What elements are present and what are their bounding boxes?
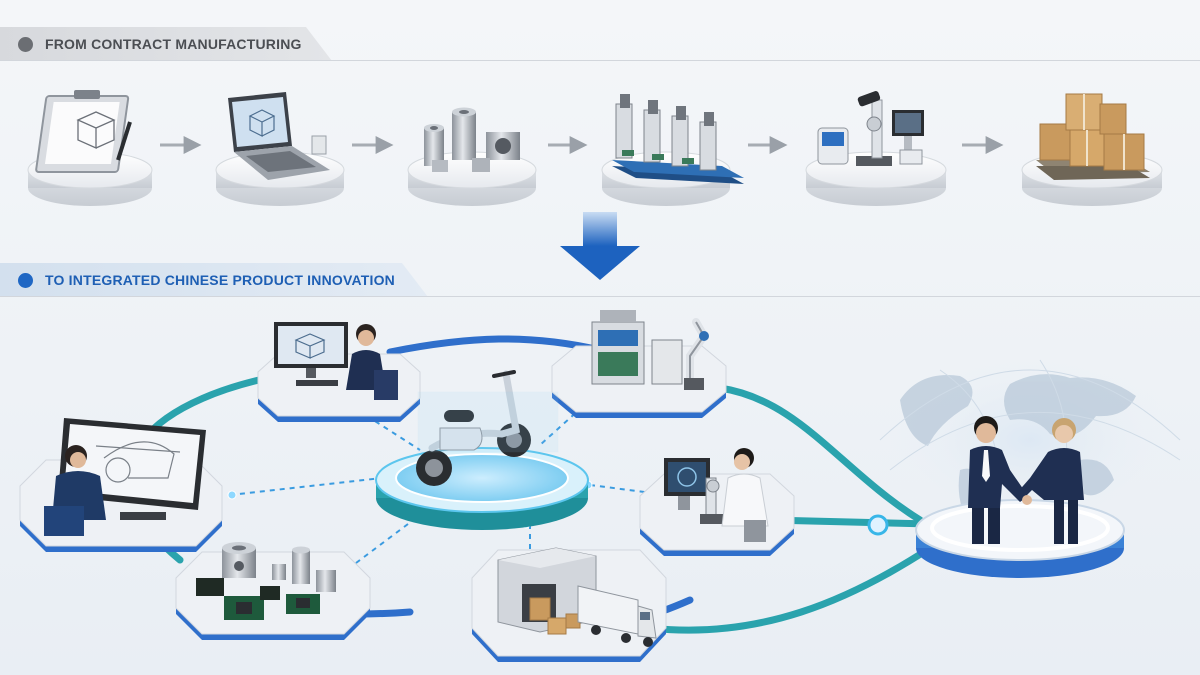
robot-assembly-line-icon bbox=[612, 94, 744, 184]
to-integrated-innovation-banner: TO INTEGRATED CHINESE PRODUCT INNOVATION bbox=[0, 263, 428, 297]
cad-engineer-icon bbox=[274, 322, 398, 400]
machined-parts-icon bbox=[424, 107, 520, 172]
bottom-divider bbox=[0, 296, 1200, 297]
robot-arm-icon bbox=[591, 310, 709, 390]
scientist-microscope-icon bbox=[664, 448, 769, 542]
top-divider bbox=[0, 60, 1200, 61]
electric-scooter-icon bbox=[416, 370, 559, 486]
laptop-cad-icon bbox=[228, 92, 330, 180]
components-icon bbox=[196, 542, 336, 620]
from-contract-manufacturing-banner: FROM CONTRACT MANUFACTURING bbox=[0, 27, 332, 61]
transition-down-arrow bbox=[560, 212, 640, 280]
banner-dot-blue bbox=[18, 273, 33, 288]
clipboard-sketch-icon bbox=[35, 90, 132, 173]
global-platform bbox=[915, 499, 1125, 578]
from-contract-manufacturing-label: FROM CONTRACT MANUFACTURING bbox=[45, 36, 302, 52]
central-hub bbox=[375, 447, 589, 530]
banner-dot-gray bbox=[18, 37, 33, 52]
process-pedestals bbox=[27, 151, 1163, 206]
microscope-lab-icon bbox=[817, 91, 924, 166]
to-integrated-innovation-label: TO INTEGRATED CHINESE PRODUCT INNOVATION bbox=[45, 272, 395, 288]
cardboard-boxes-icon bbox=[1036, 93, 1150, 180]
designer-tablet-icon bbox=[44, 418, 206, 536]
handshake-globe-icon bbox=[968, 416, 1084, 544]
warehouse-truck-icon bbox=[497, 547, 657, 647]
